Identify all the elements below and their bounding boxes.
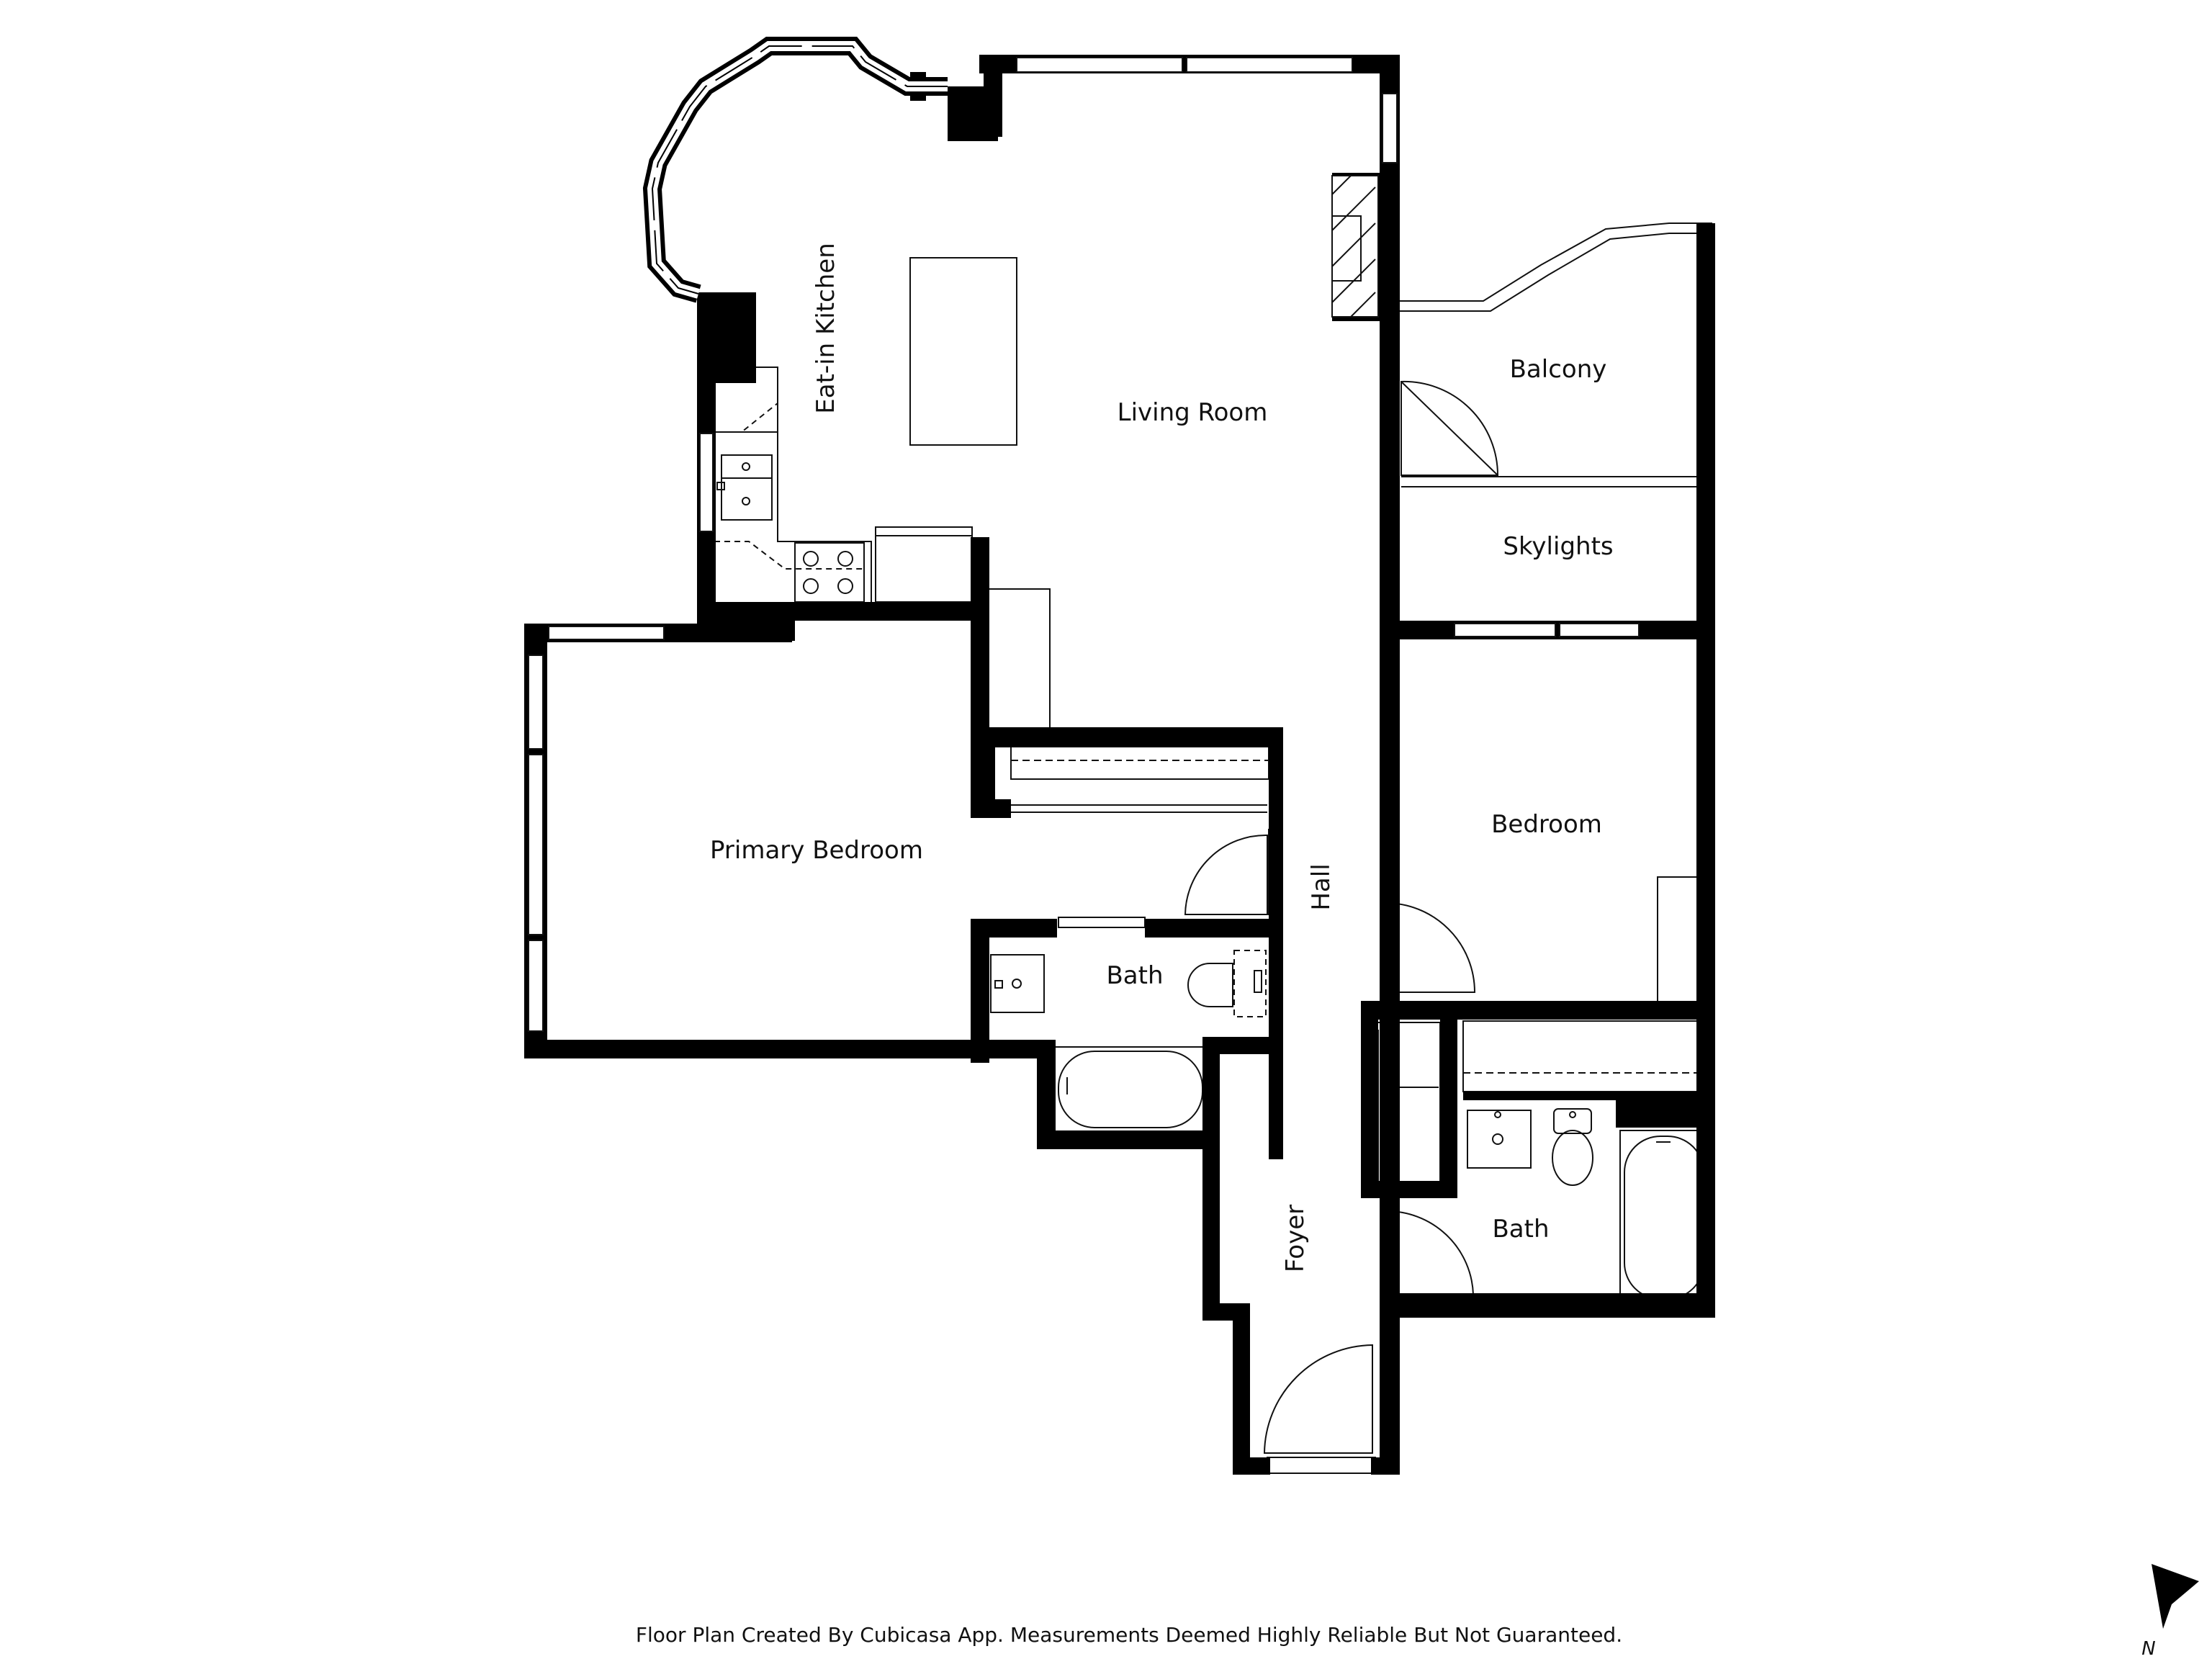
room-label-balcony: Balcony [1510, 355, 1607, 384]
room-labels: Eat-in Kitchen Living Room Balcony Skyli… [710, 243, 1614, 1272]
window [699, 433, 714, 532]
room-label-eat-in-kitchen: Eat-in Kitchen [811, 243, 840, 414]
room-label-primary-bath: Bath [1106, 961, 1163, 990]
compass: N [2141, 1564, 2199, 1659]
window [1382, 93, 1398, 163]
window [1016, 57, 1183, 73]
room-label-skylights: Skylights [1503, 532, 1613, 561]
second-bath-toilet [1553, 1108, 1592, 1134]
bedroom-door [1385, 902, 1476, 993]
kitchen-island [909, 257, 1017, 446]
north-arrow-icon [2152, 1564, 2199, 1629]
footer-disclaimer: Floor Plan Created By Cubicasa App. Meas… [636, 1623, 1622, 1647]
primary-bath-toilet [1187, 963, 1233, 1007]
window [528, 655, 544, 750]
window [1186, 57, 1353, 73]
window [1454, 623, 1556, 637]
window [528, 754, 544, 935]
second-bath-sink [1467, 1110, 1532, 1169]
window [548, 626, 665, 640]
room-label-bedroom: Bedroom [1491, 810, 1602, 839]
second-bath-door [1385, 1210, 1475, 1295]
kitchen-sink [721, 454, 773, 521]
entry-door [1263, 1344, 1373, 1454]
room-label-primary-bedroom: Primary Bedroom [710, 836, 923, 865]
room-label-hall: Hall [1307, 863, 1336, 910]
room-label-foyer: Foyer [1281, 1205, 1310, 1272]
room-label-living-room: Living Room [1118, 398, 1268, 427]
window [528, 940, 544, 1032]
fireplace [1331, 175, 1379, 318]
north-label: N [2141, 1638, 2155, 1659]
balcony-rail [1398, 222, 1712, 302]
primary-bath-sink [990, 954, 1045, 1013]
bay-window [642, 37, 948, 303]
room-label-second-bath: Bath [1492, 1215, 1549, 1244]
balcony-door [1401, 380, 1499, 476]
window [1559, 623, 1640, 637]
windows [528, 57, 1640, 1032]
primary-bath-door [1184, 834, 1268, 915]
